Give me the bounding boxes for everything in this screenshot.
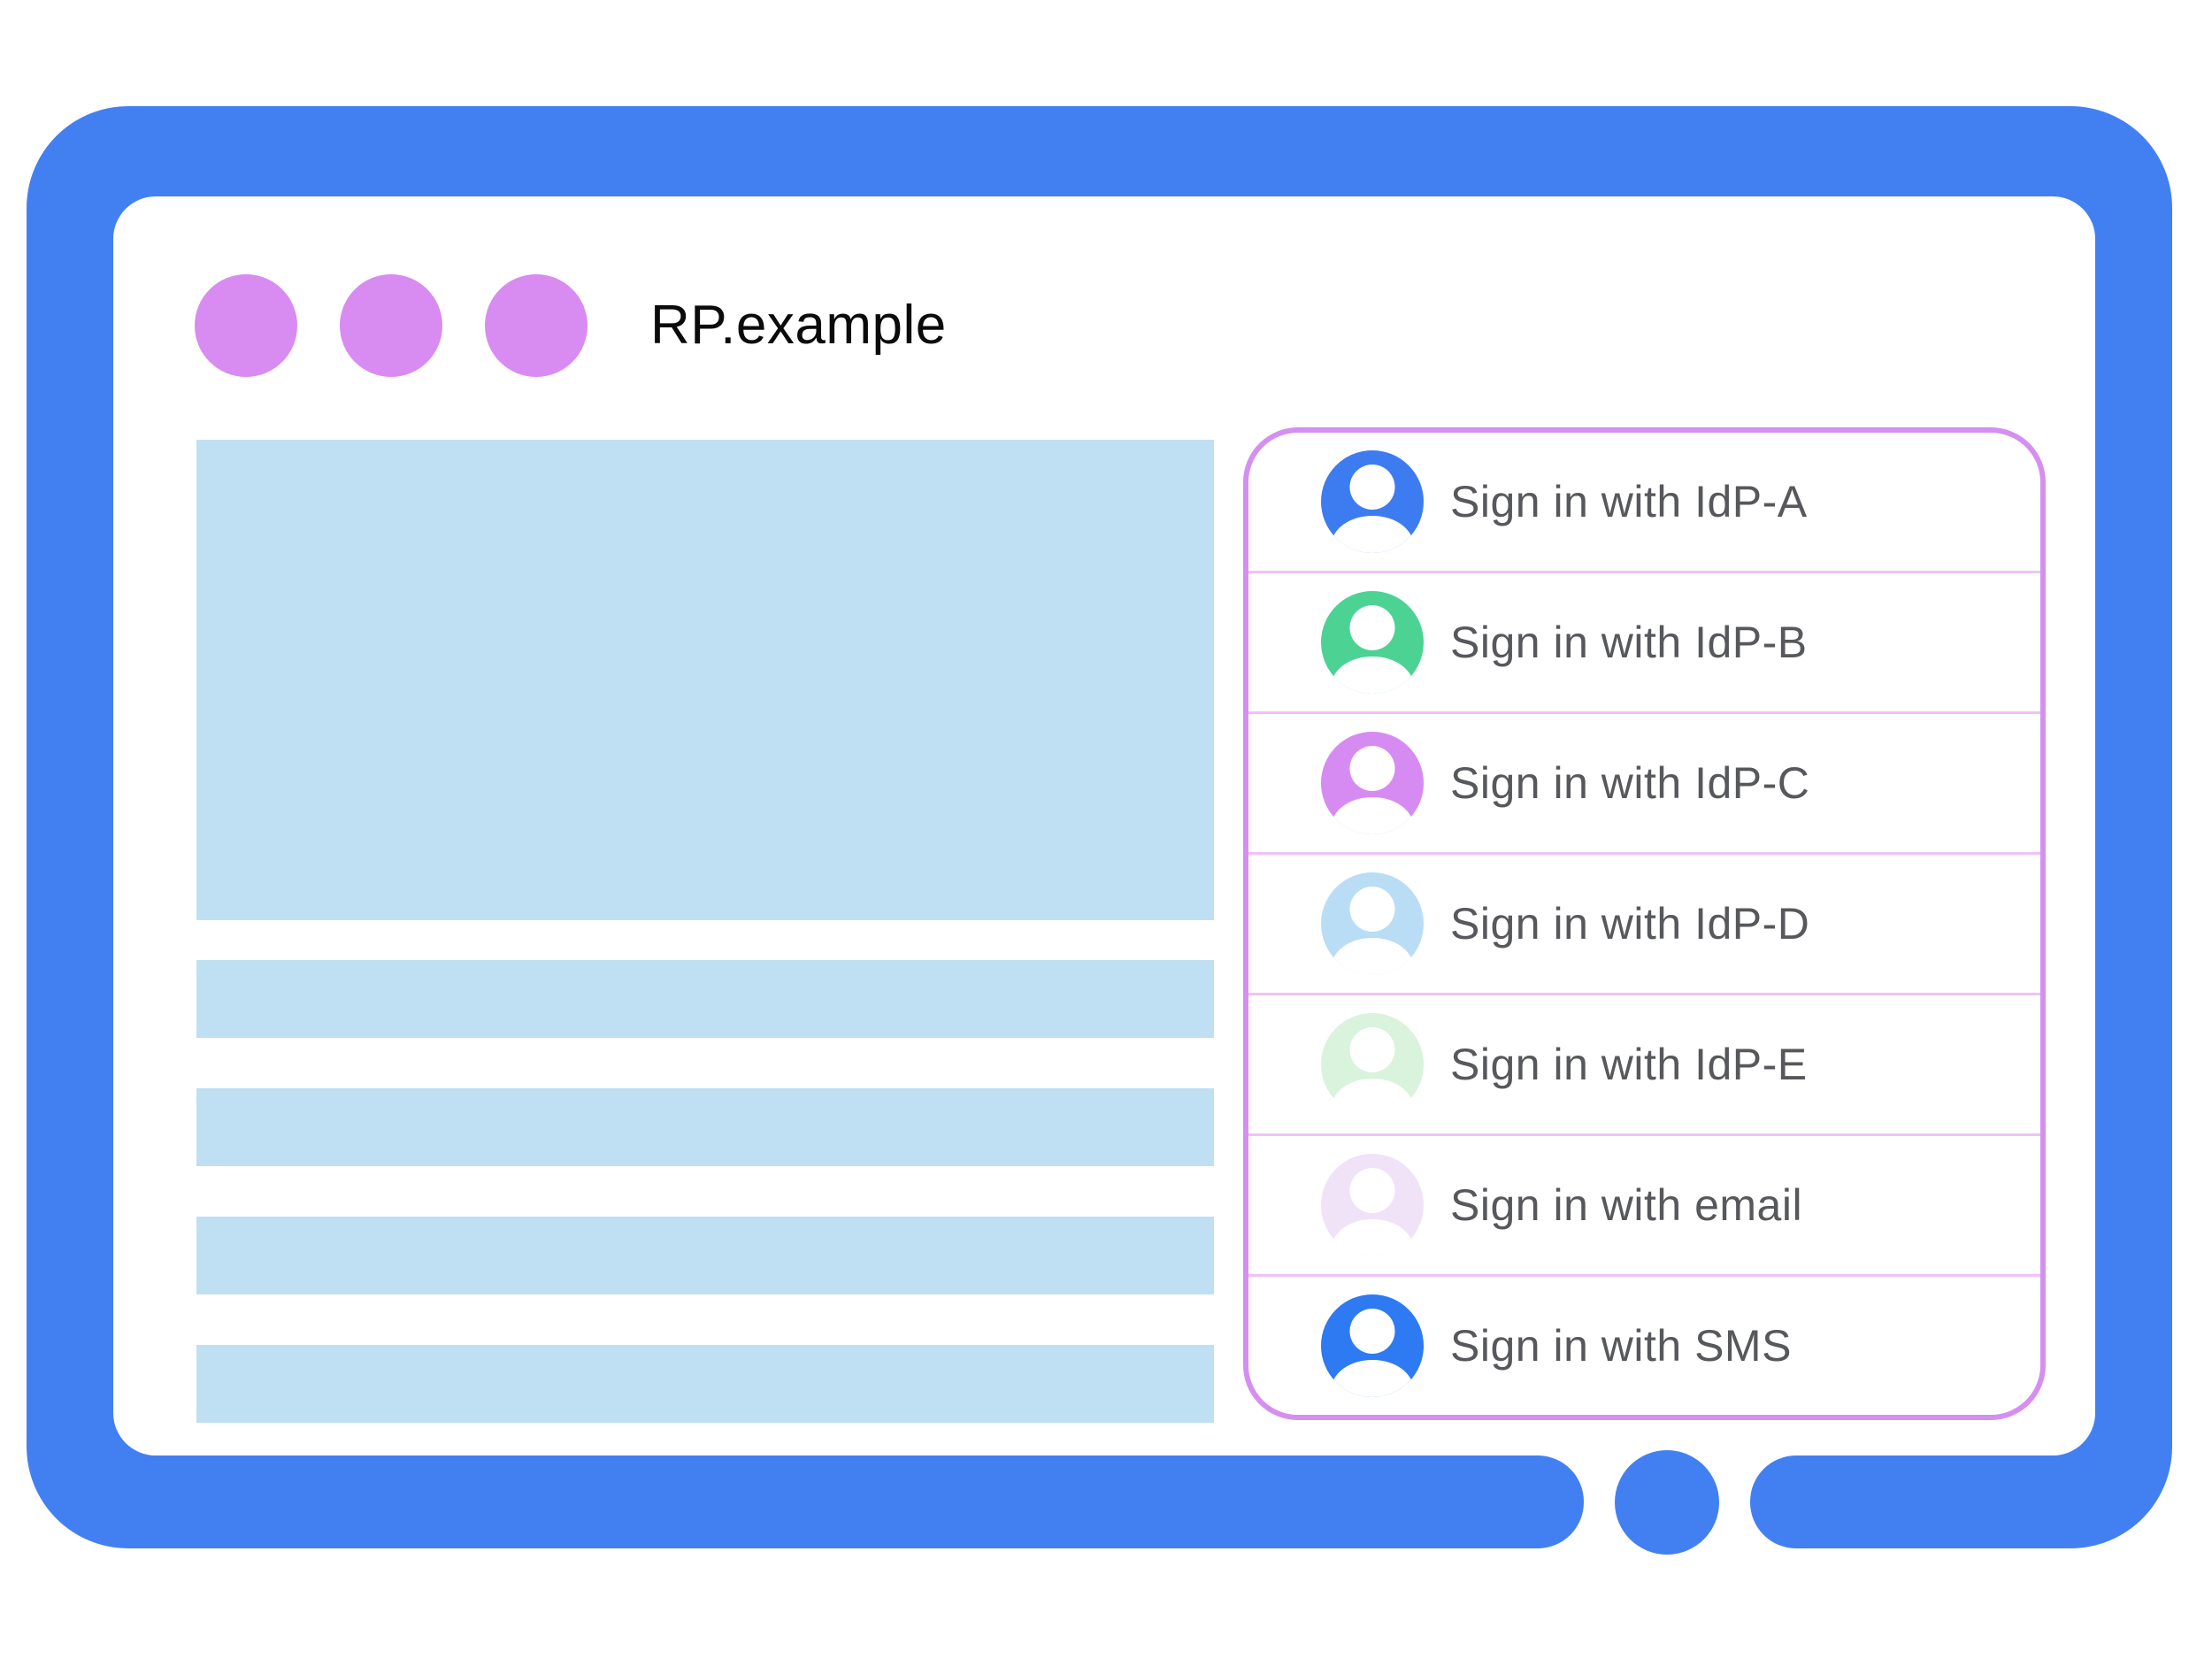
avatar-shoulders-shape xyxy=(1331,516,1414,553)
user-avatar-icon xyxy=(1321,450,1424,553)
avatar-head-shape xyxy=(1349,1168,1395,1214)
user-avatar-icon xyxy=(1321,1294,1424,1397)
user-avatar-icon xyxy=(1321,872,1424,975)
content-bar-placeholder xyxy=(196,1088,1214,1166)
user-avatar-icon xyxy=(1321,591,1424,694)
avatar-head-shape xyxy=(1349,1309,1395,1355)
signin-option-idp-b[interactable]: Sign in with IdP-B xyxy=(1248,571,2040,711)
signin-option-idp-a[interactable]: Sign in with IdP-A xyxy=(1248,433,2040,571)
avatar-head-shape xyxy=(1349,465,1395,511)
avatar-shoulders-shape xyxy=(1331,938,1414,975)
content-bar-placeholder xyxy=(196,1217,1214,1294)
signin-option-email[interactable]: Sign in with email xyxy=(1248,1133,2040,1274)
content-bar-placeholder xyxy=(196,960,1214,1038)
signin-option-sms[interactable]: Sign in with SMS xyxy=(1248,1274,2040,1415)
signin-option-label: Sign in with SMS xyxy=(1450,1321,1792,1371)
signin-option-idp-d[interactable]: Sign in with IdP-D xyxy=(1248,852,2040,993)
avatar-shoulders-shape xyxy=(1331,657,1414,694)
signin-option-idp-c[interactable]: Sign in with IdP-C xyxy=(1248,711,2040,852)
window-control-dot[interactable] xyxy=(195,274,297,377)
signin-option-label: Sign in with email xyxy=(1450,1180,1803,1230)
signin-option-label: Sign in with IdP-C xyxy=(1450,758,1810,808)
user-avatar-icon xyxy=(1321,1013,1424,1116)
signin-option-label: Sign in with IdP-E xyxy=(1450,1040,1808,1089)
avatar-head-shape xyxy=(1349,887,1395,933)
user-avatar-icon xyxy=(1321,1154,1424,1256)
bottom-notch-circle xyxy=(1615,1450,1719,1555)
avatar-shoulders-shape xyxy=(1331,1219,1414,1256)
window-control-dot[interactable] xyxy=(485,274,588,377)
avatar-head-shape xyxy=(1349,605,1395,651)
signin-option-idp-e[interactable]: Sign in with IdP-E xyxy=(1248,993,2040,1133)
content-bar-placeholder xyxy=(196,1345,1214,1423)
frame-bottom-bar-left-cap xyxy=(1469,1455,1584,1548)
signin-option-label: Sign in with IdP-B xyxy=(1450,618,1808,667)
hero-placeholder xyxy=(196,440,1214,920)
avatar-head-shape xyxy=(1349,1027,1395,1073)
avatar-shoulders-shape xyxy=(1331,797,1414,834)
window-control-dot[interactable] xyxy=(340,274,442,377)
avatar-shoulders-shape xyxy=(1331,1079,1414,1116)
avatar-shoulders-shape xyxy=(1331,1360,1414,1397)
signin-option-label: Sign in with IdP-D xyxy=(1450,899,1810,949)
signin-option-label: Sign in with IdP-A xyxy=(1450,477,1808,526)
signin-account-chooser-panel: Sign in with IdP-A Sign in with IdP-B Si… xyxy=(1243,427,2046,1420)
frame-bottom-bar-right-cap xyxy=(1750,1455,1865,1548)
user-avatar-icon xyxy=(1321,732,1424,834)
page-title: RP.example xyxy=(650,295,947,356)
avatar-head-shape xyxy=(1349,746,1395,792)
